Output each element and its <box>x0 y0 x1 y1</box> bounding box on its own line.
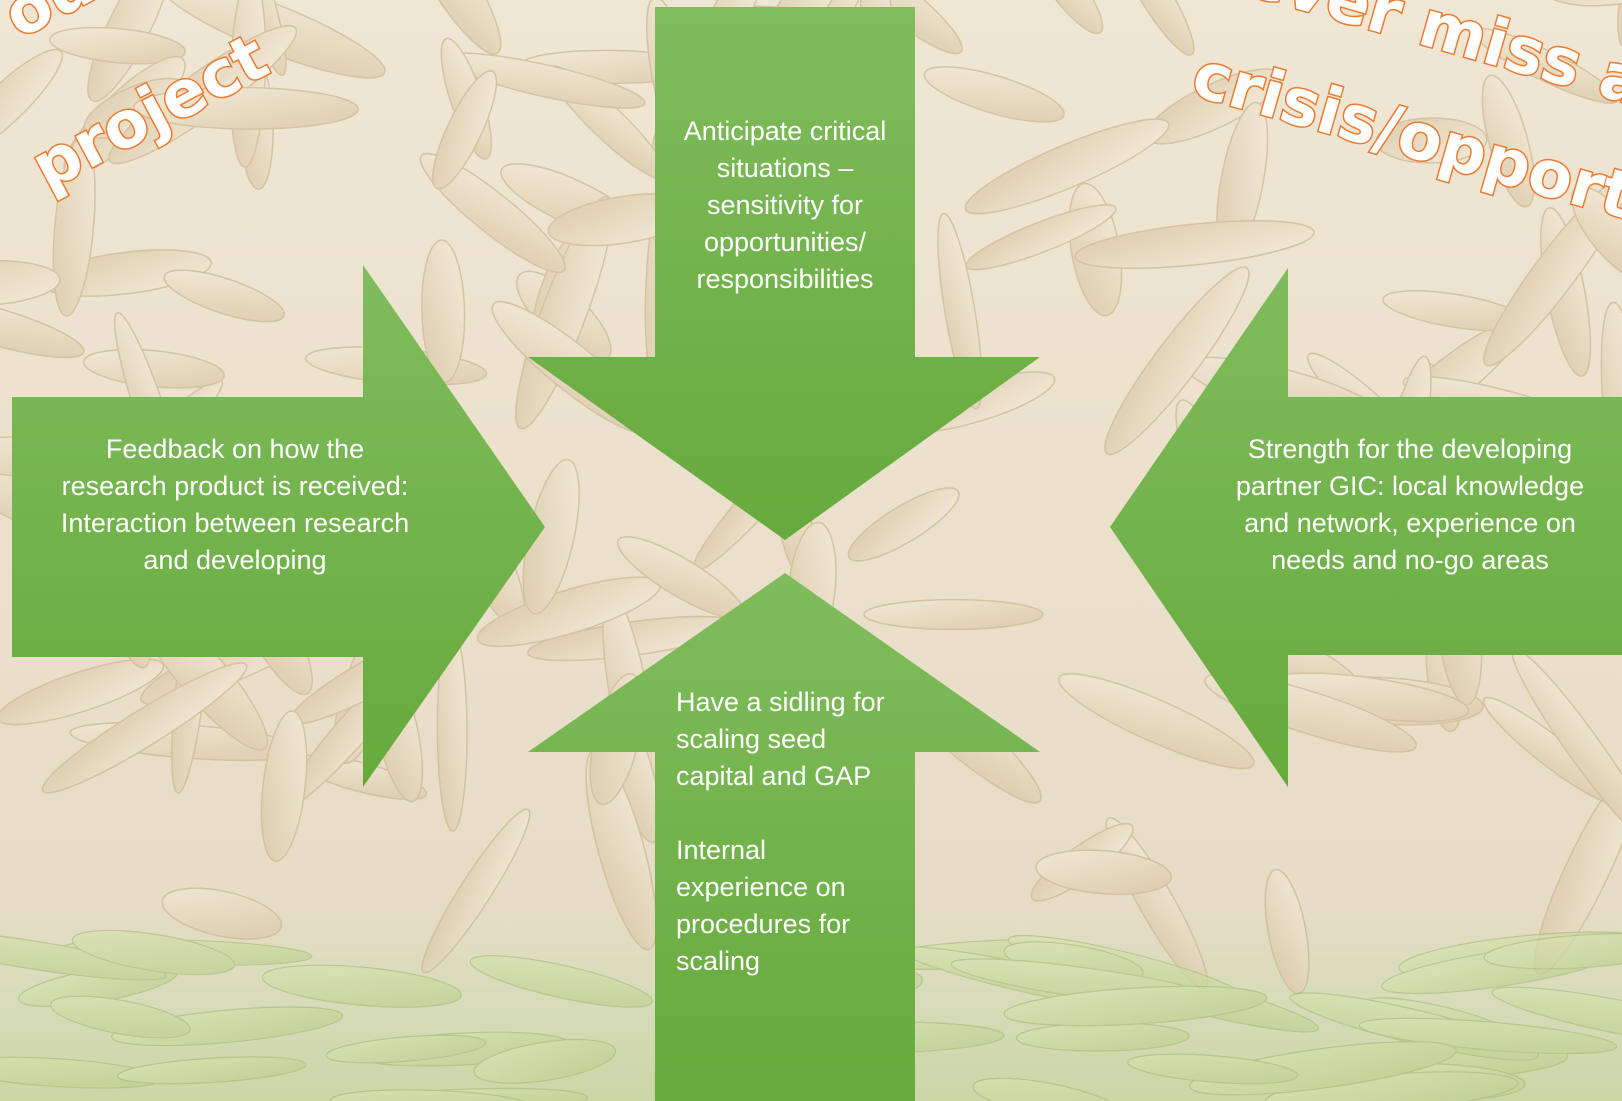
rice-grain <box>400 0 502 55</box>
rice-grain <box>52 136 96 317</box>
rice-grain <box>1113 0 1195 56</box>
rice-grain <box>0 259 61 307</box>
arrow-left-shape <box>1110 268 1622 787</box>
green-rice-grain <box>1483 933 1622 970</box>
arrow-down-shape <box>528 7 1040 540</box>
green-rice-grain <box>71 929 236 976</box>
arrow-up-shape <box>528 573 1040 1101</box>
rice-grain <box>419 152 566 274</box>
arrow-left-text: Feedback on how the research product is … <box>60 434 410 575</box>
arrow-right-shape <box>12 265 545 787</box>
rice-grain <box>0 658 165 726</box>
green-rice-grain <box>469 955 653 1008</box>
rice-grain <box>421 239 466 384</box>
rice-grain <box>432 70 498 190</box>
green-rice-grain <box>0 929 167 981</box>
arrow-top-text: Anticipate critical situations – sensiti… <box>683 116 887 294</box>
green-rice-grain <box>1127 1053 1299 1085</box>
rice-grain <box>1104 266 1250 456</box>
green-rice-grain <box>49 995 191 1039</box>
rice-grain <box>41 662 248 794</box>
rice-grain <box>847 487 960 562</box>
rice-grain <box>163 269 285 323</box>
green-rice-grain <box>1003 985 1268 1027</box>
green-rice-grain <box>972 1077 1124 1101</box>
rice-grain <box>1542 0 1622 7</box>
rice-grain <box>964 118 1170 215</box>
arrow-bottom-text-p1: Have a sidling for scaling seed capital … <box>676 687 885 791</box>
arrow-bottom-text: Have a sidling for scaling seed capital … <box>676 684 902 980</box>
green-rice-grain <box>117 1056 307 1085</box>
rice-grain <box>1074 219 1315 270</box>
green-rice-grain <box>473 1038 617 1084</box>
green-rice-grain <box>325 1034 487 1064</box>
rice-grain <box>0 292 85 359</box>
rice-grain <box>161 887 283 940</box>
arrow-right-text: Strength for the developing partner GIC:… <box>1235 434 1585 575</box>
rice-grain <box>260 710 308 862</box>
rice-grain <box>1375 117 1488 164</box>
rice-grain <box>1481 74 1535 208</box>
rice-grain <box>1029 0 1104 35</box>
rice-grain <box>421 808 531 974</box>
green-rice-grain <box>1358 1017 1618 1055</box>
green-rice-grain <box>329 1089 533 1101</box>
arrow-bottom-text-p2: Internal experience on procedures for sc… <box>676 835 851 976</box>
rice-grain <box>863 598 1044 631</box>
rice-grain <box>1472 27 1619 104</box>
rice-grain <box>219 0 287 76</box>
rice-grain <box>1570 185 1622 283</box>
rice-grain <box>49 26 187 65</box>
rice-grain <box>923 66 1065 123</box>
rice-grain <box>1057 673 1255 770</box>
rice-grain <box>0 48 63 161</box>
green-rice-grain <box>261 964 462 1008</box>
rice-grain <box>1035 849 1173 896</box>
rice-grain <box>132 86 359 130</box>
green-rice-grain <box>1491 986 1622 1051</box>
